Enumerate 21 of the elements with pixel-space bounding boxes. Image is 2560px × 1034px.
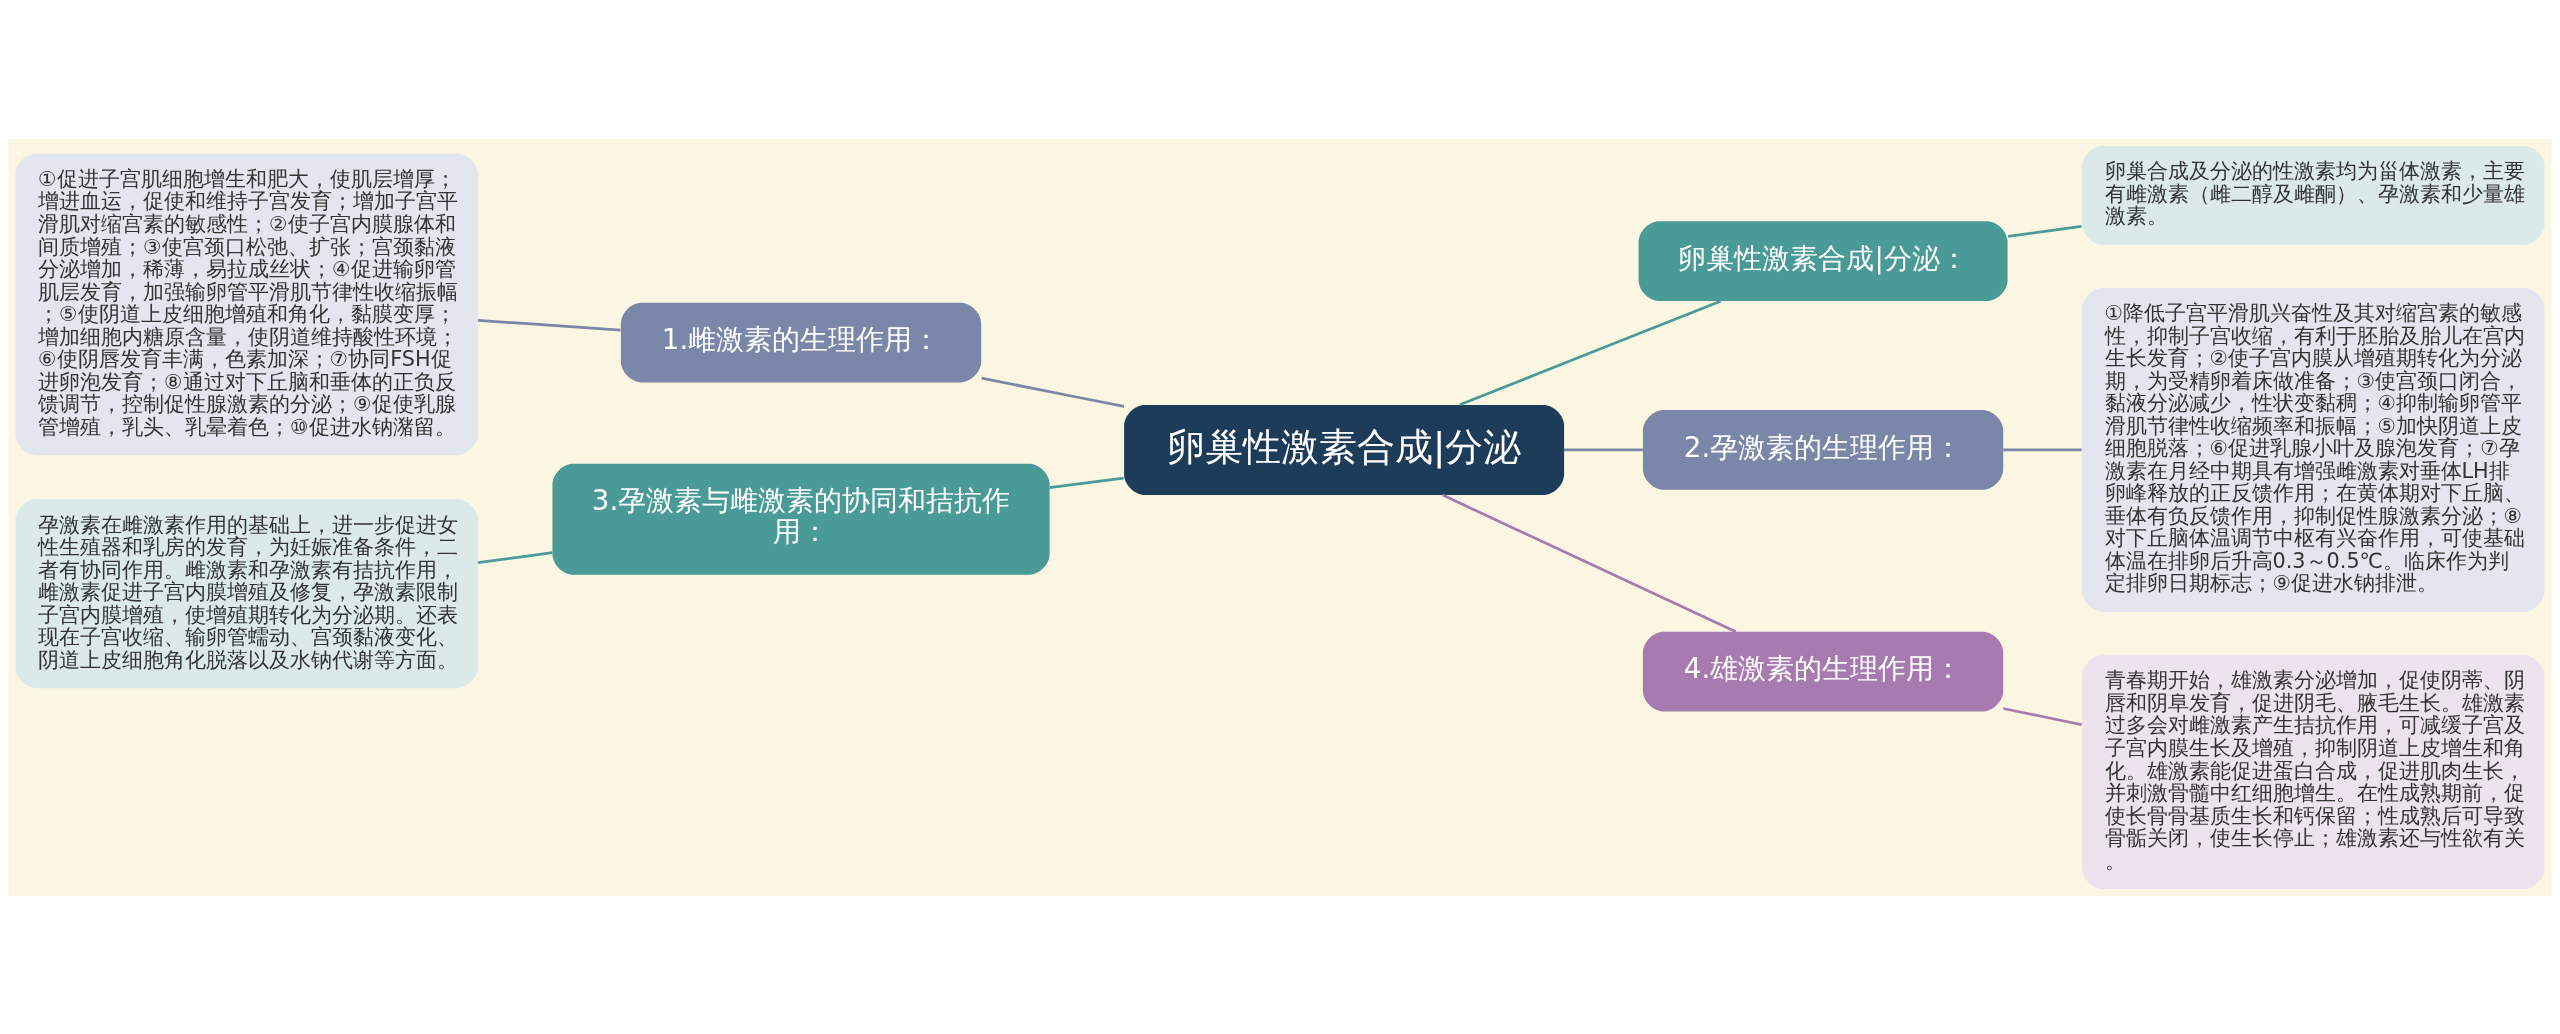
connector <box>981 376 1125 408</box>
connector <box>1442 493 1737 633</box>
node-box: 孕激素在雌激素作用的基础上，进一步促进女性生殖器和乳房的发育，为妊娠准备条件，二者有协同作用。雌激素和孕激素有拮抗作用，雌激素促进子宫内膜增殖及修复，孕激素限制子宫内膜增殖，使增殖期转化为分泌期。还表现在子宫收缩、输卵管蠕动、宫颈黏液变化、阴道上皮细胞角化脱落以及水钠代谢等方面。 <box>15 498 478 688</box>
node-box: 卵巢性激素合成|分泌： <box>1638 220 2008 301</box>
node-box: 3.孕激素与雌激素的协同和拮抗作用： <box>552 463 1050 575</box>
node-box: 1.雌激素的生理作用： <box>620 302 982 382</box>
node-box: ①促进子宫肌细胞增生和肥大，使肌层增厚；增进血运，促使和维持子宫发育；增加子宫平滑肌对缩宫素的敏感性；②使子宫内膜腺体和间质增殖；③使宫颈口松弛、扩张；宫颈黏液分泌增加，稀薄，易拉成丝状；④促进输卵管肌层发育，加强输卵管平滑肌节律性收缩振幅；⑤使阴道上皮细胞增殖和角化，黏膜变厚；增加细胞内糖原含量，使阴道维持酸性环境；⑥使阴唇发育丰满，色素加深；⑦协同FSH促进卵泡发育；⑧通过对下丘脑和垂体的正负反馈调节，控制促性腺激素的分泌；⑨促使乳腺管增殖，乳头、乳晕着色；⑩促进水钠潴留。 <box>15 153 478 455</box>
node-box: ①降低子宫平滑肌兴奋性及其对缩宫素的敏感性，抑制子宫收缩，有利于胚胎及胎儿在宫内生长发育；②使子宫内膜从增殖期转化为分泌期，为受精卵着床做准备；③使宫颈口闭合，黏液分泌减少，性状变黏稠；④抑制输卵管平滑肌节律性收缩频率和振幅；⑤加快阴道上皮细胞脱落；⑥促进乳腺小叶及腺泡发育；⑦孕激素在月经中期具有增强雌激素对垂体LH排卵峰释放的正反馈作用；在黄体期对下丘脑、垂体有负反馈作用，抑制促性腺激素分泌；⑧对下丘脑体温调节中枢有兴奋作用，可使基础体温在排卵后升高0.3～0.5℃。临床作为判定排卵日期标志；⑨促进水钠排泄。 <box>2082 287 2545 612</box>
connector <box>1564 448 1643 451</box>
connector <box>477 318 621 332</box>
connector <box>1049 476 1124 489</box>
connector <box>2003 706 2082 726</box>
connector <box>1459 299 1721 406</box>
node-box: 2.孕激素的生理作用： <box>1642 409 2004 490</box>
node-box: 4.雄激素的生理作用： <box>1642 631 2004 711</box>
node-box: 卵巢合成及分泌的性激素均为甾体激素，主要有雌激素（雌二醇及雌酮）、孕激素和少量雄激素。 <box>2082 145 2545 245</box>
connector <box>2003 448 2082 451</box>
node-box: 青春期开始，雄激素分泌增加，促使阴蒂、阴唇和阴阜发育，促进阴毛、腋毛生长。雄激素过多会对雌激素产生拮抗作用，可减缓子宫及子宫内膜生长及增殖，抑制阴道上皮增生和角化。雄激素能促进蛋白合成，促进肌肉生长，并刺激骨髓中红细胞增生。在性成熟期前，促使长骨骨基质生长和钙保留；性成熟后可导致骨骺关闭，使生长停止；雄激素还与性欲有关。 <box>2082 654 2545 889</box>
connector <box>2007 224 2082 238</box>
node-box: 卵巢性激素合成|分泌 <box>1124 404 1565 495</box>
connector <box>477 550 553 564</box>
